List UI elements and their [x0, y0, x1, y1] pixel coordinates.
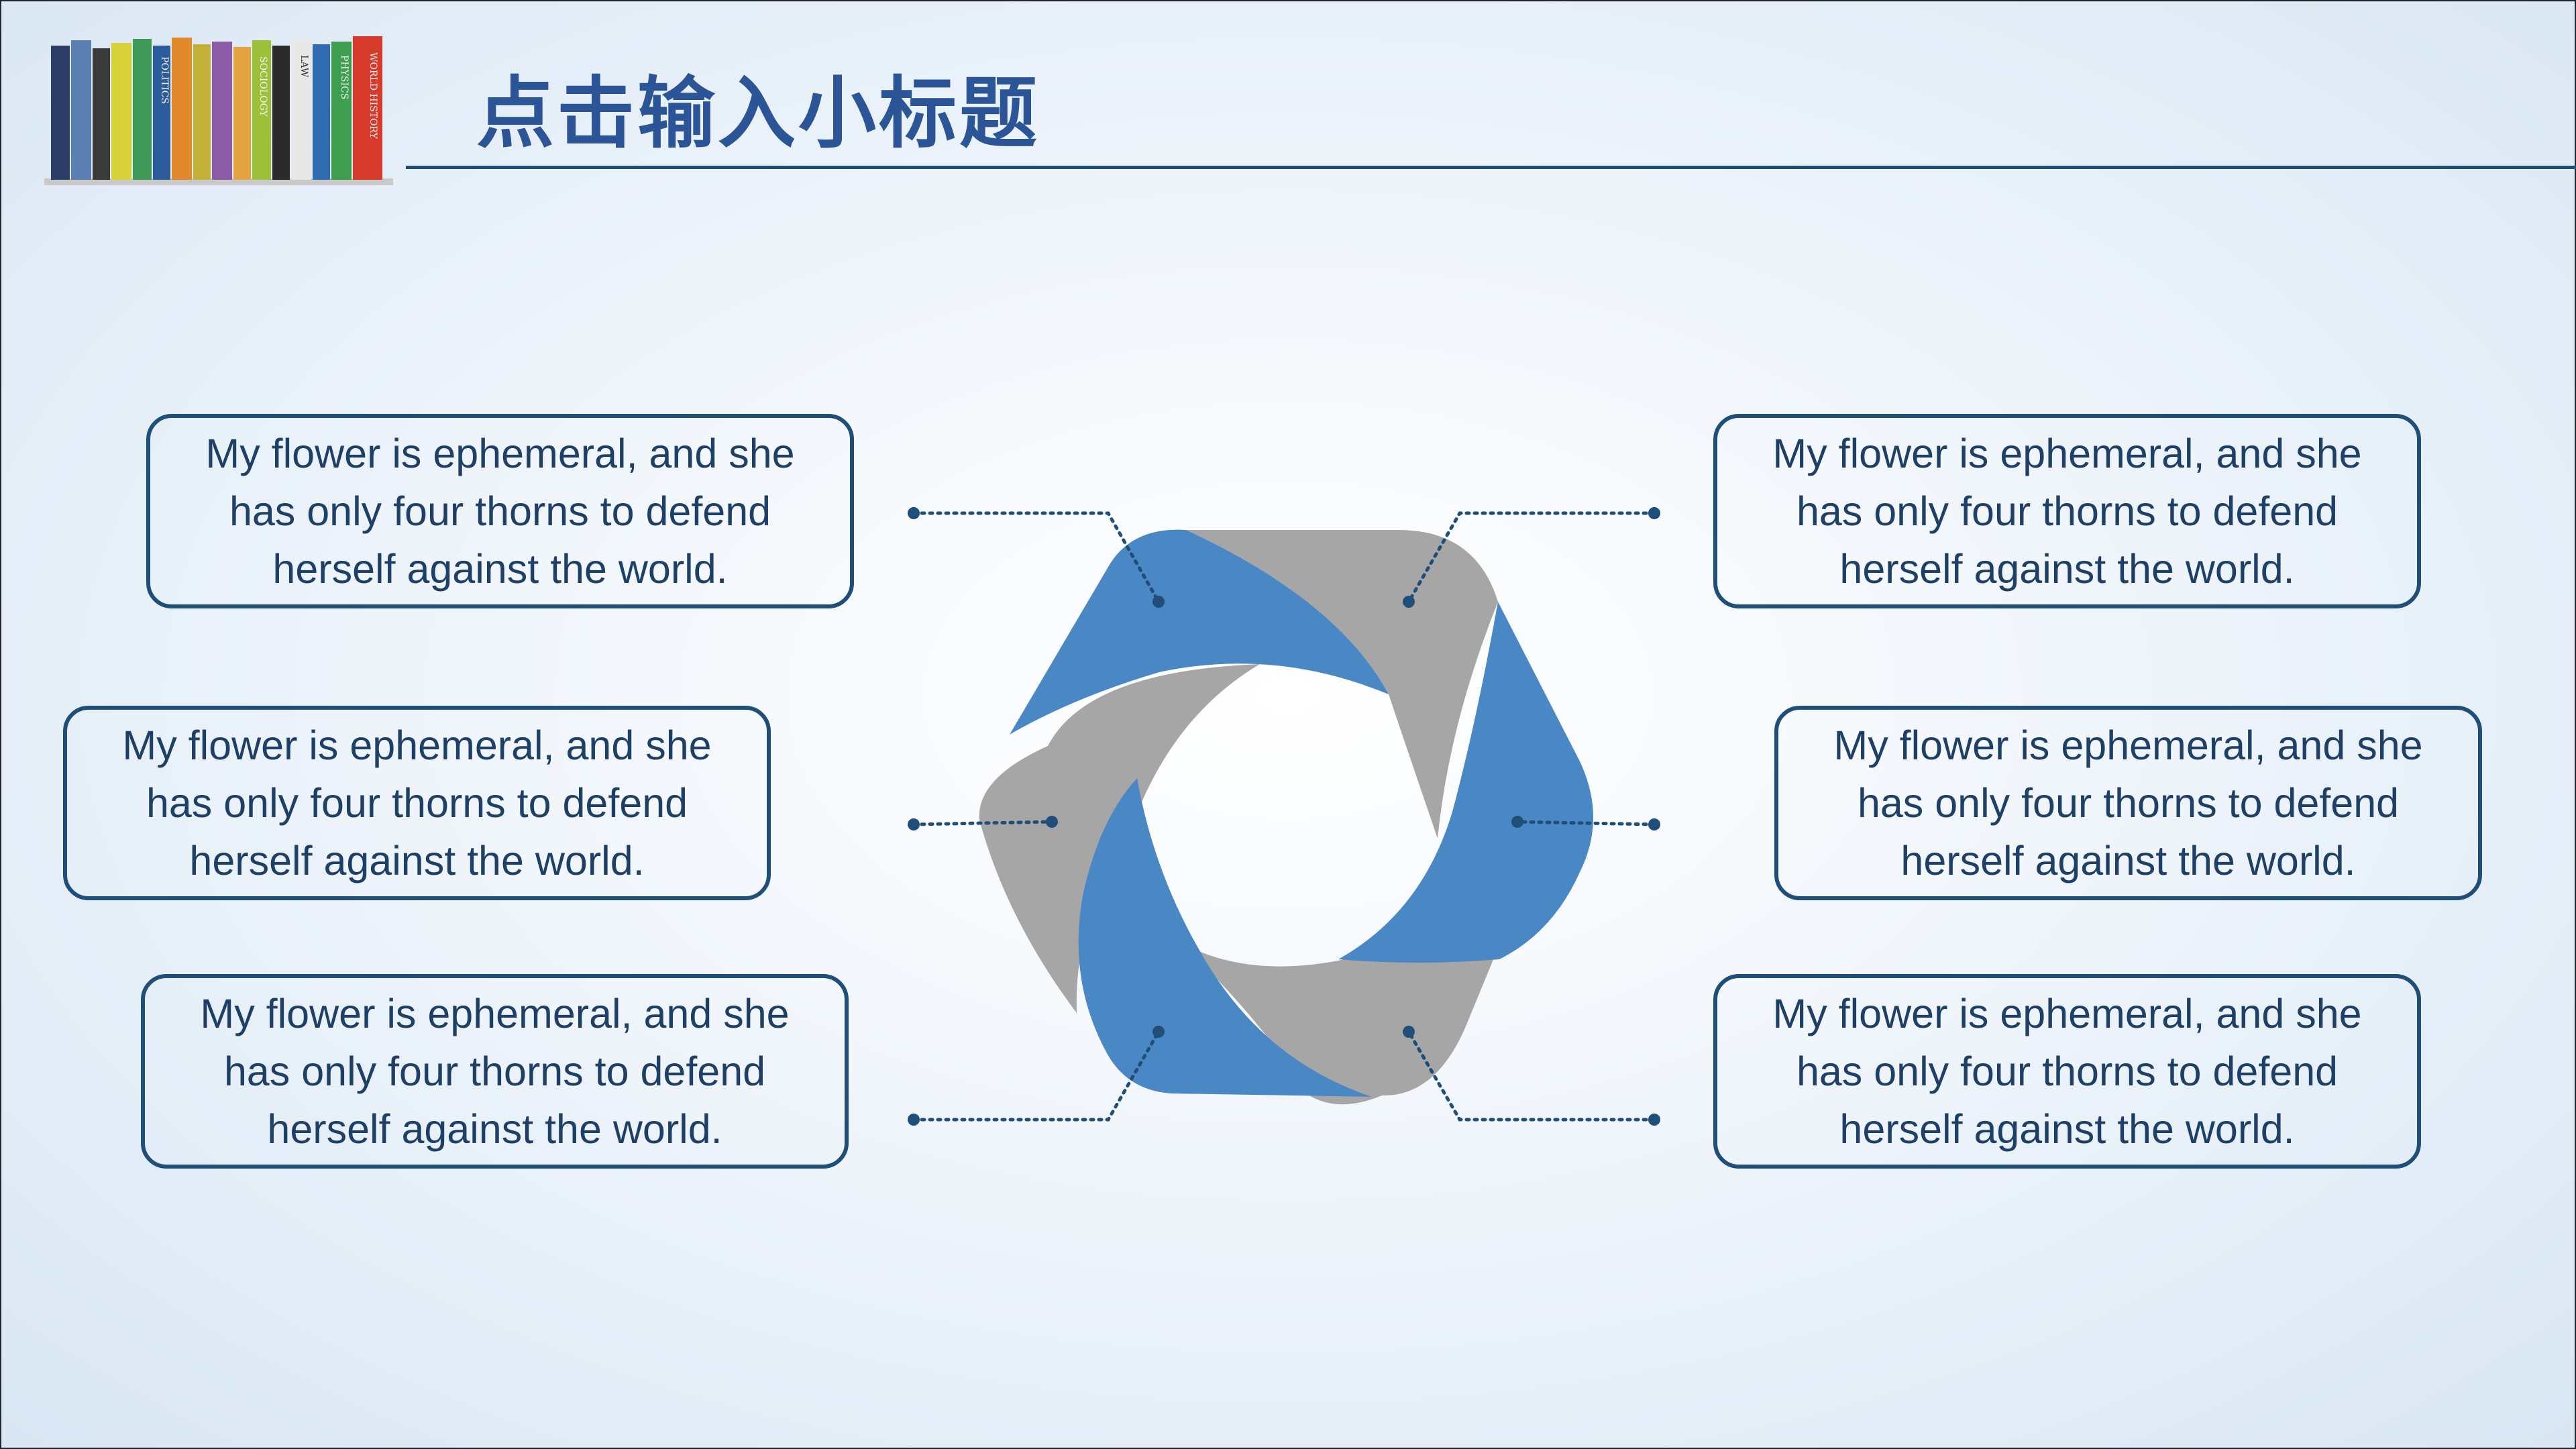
connector-top-right	[1407, 511, 1656, 604]
text-card-mid-left[interactable]: My flower is ephemeral, and she has only…	[63, 706, 771, 900]
connector-dot	[1511, 816, 1523, 828]
text-card-bottom-right[interactable]: My flower is ephemeral, and she has only…	[1713, 974, 2421, 1169]
text-card-top-left[interactable]: My flower is ephemeral, and she has only…	[146, 414, 854, 608]
connector-bot-right	[1407, 1030, 1656, 1122]
text-card-mid-right[interactable]: My flower is ephemeral, and she has only…	[1774, 706, 2482, 900]
connector-dot	[1403, 1026, 1415, 1038]
connector-dot	[1152, 596, 1165, 608]
connector-dot	[1648, 507, 1660, 519]
connector-dot	[1648, 818, 1660, 830]
card-text: My flower is ephemeral, and she has only…	[205, 431, 795, 592]
connector-dot	[1648, 1114, 1660, 1126]
card-text: My flower is ephemeral, and she has only…	[200, 991, 790, 1152]
connector-dot	[1152, 1026, 1165, 1038]
card-text: My flower is ephemeral, and she has only…	[1772, 991, 2362, 1152]
connector-bot-left	[912, 1030, 1161, 1122]
page-title: 点击输入小标题	[476, 68, 1040, 159]
text-card-top-right[interactable]: My flower is ephemeral, and she has only…	[1713, 414, 2421, 608]
connector-dot	[1403, 596, 1415, 608]
card-text: My flower is ephemeral, and she has only…	[1833, 722, 2423, 883]
connector-mid-right	[1515, 820, 1656, 826]
hexagon-ring-diagram	[908, 507, 1660, 1126]
spine-label-world-history: WORLD HISTORY	[368, 52, 378, 140]
ring-segment-top-right	[1186, 530, 1498, 839]
spine-label-politics: POLITICS	[159, 56, 170, 104]
connector-dot	[908, 818, 920, 830]
connector-dot	[908, 1114, 920, 1126]
connector-dot	[1046, 816, 1058, 828]
spine-label-law: LAW	[299, 55, 309, 78]
bookshelf-image: WORLD HISTORY PHYSICS LAW SOCIOLOGY POLI…	[44, 36, 393, 185]
text-card-bottom-left[interactable]: My flower is ephemeral, and she has only…	[141, 974, 849, 1169]
title-underline	[406, 166, 2576, 169]
ring-segment-bottom-left	[1078, 778, 1372, 1097]
connector-top-left	[912, 511, 1161, 604]
card-text: My flower is ephemeral, and she has only…	[122, 722, 712, 883]
spine-label-physics: PHYSICS	[339, 55, 350, 99]
spine-label-sociology: SOCIOLOGY	[258, 56, 268, 117]
ring-segment-right	[1338, 602, 1593, 963]
card-text: My flower is ephemeral, and she has only…	[1772, 431, 2362, 592]
connector-mid-left	[912, 820, 1054, 826]
ring-segment-top-left	[1010, 529, 1389, 735]
connector-dot	[908, 507, 920, 519]
